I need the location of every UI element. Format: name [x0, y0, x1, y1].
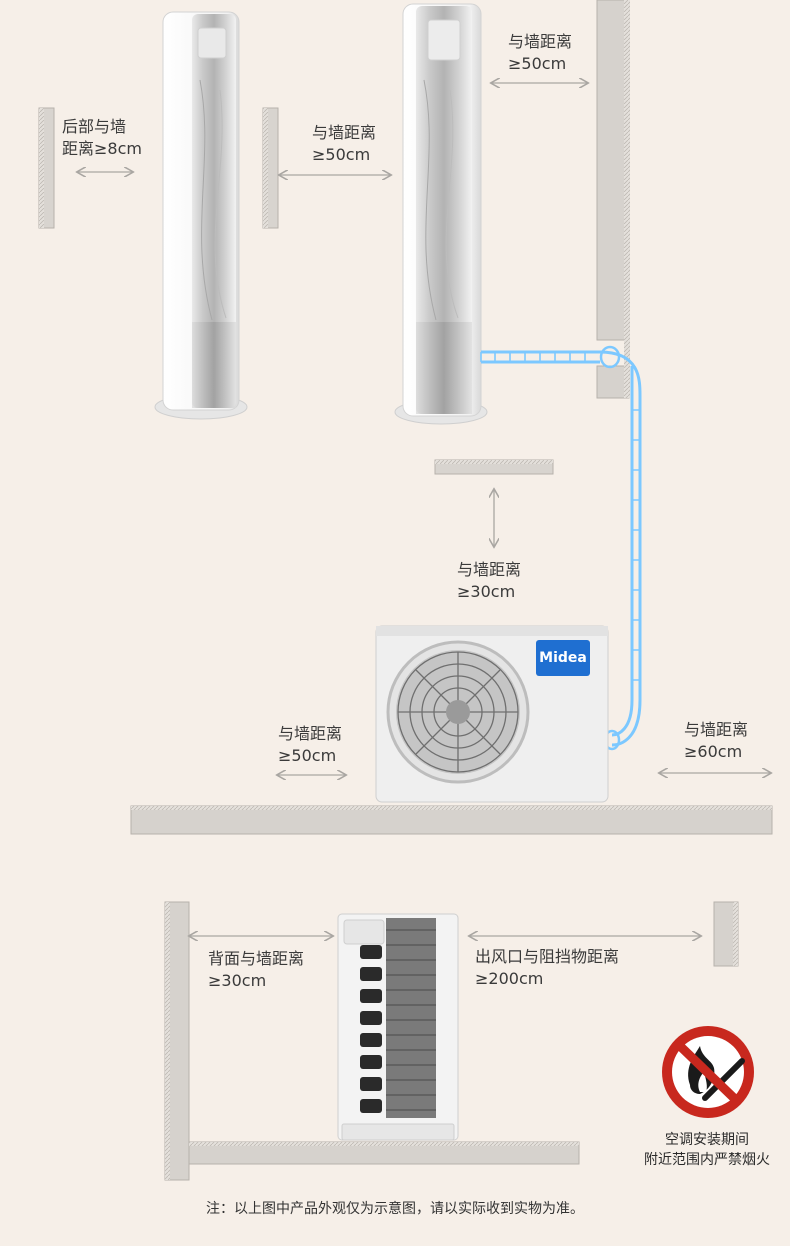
floor-bottom [188, 1141, 580, 1165]
back-gap-outdoor-label: 背面与墙距离 ≥30cm [208, 949, 305, 990]
top-gap-indoor-label: 与墙距离 ≥50cm [508, 32, 573, 73]
rear-gap-label: 后部与墙 距离≥8cm [62, 117, 142, 158]
dimension-arrows [78, 83, 770, 936]
indoor-unit-1 [154, 11, 248, 420]
indoor-unit-2 [394, 3, 488, 425]
wall-bottom-left [164, 901, 190, 1181]
warning-line-2: 附近范围内严禁烟火 [644, 1152, 770, 1168]
wall-right-tall [596, 0, 630, 399]
outlet-gap-outdoor-label: 出风口与阻挡物距离 ≥200cm [475, 947, 620, 988]
left-gap-outdoor-label: 与墙距离 ≥50cm [278, 724, 343, 765]
right-gap-outdoor-label: 与墙距离 ≥60cm [684, 720, 749, 761]
no-fire-icon [662, 1026, 754, 1118]
ground-slab [130, 805, 773, 835]
wall-rear [38, 107, 55, 229]
warning-line-1: 空调安装期间 [665, 1132, 749, 1148]
footnote: 注：以上图中产品外观仅为示意图，请以实际收到实物为准。 [206, 1201, 584, 1217]
brand-logo: Midea [536, 640, 590, 676]
warning-text: 空调安装期间 附近范围内严禁烟火 [632, 1130, 782, 1170]
refrigerant-pipe [480, 345, 642, 751]
outdoor-unit-side [337, 913, 459, 1141]
brand-name: Midea [539, 650, 587, 666]
ceiling-slab [434, 459, 554, 475]
outdoor-unit-front [375, 625, 609, 803]
wall-bottom-right [713, 901, 739, 967]
wall-side [262, 107, 279, 229]
side-gap-indoor-label: 与墙距离 ≥50cm [312, 123, 377, 164]
top-gap-outdoor-label: 与墙距离 ≥30cm [457, 560, 522, 601]
